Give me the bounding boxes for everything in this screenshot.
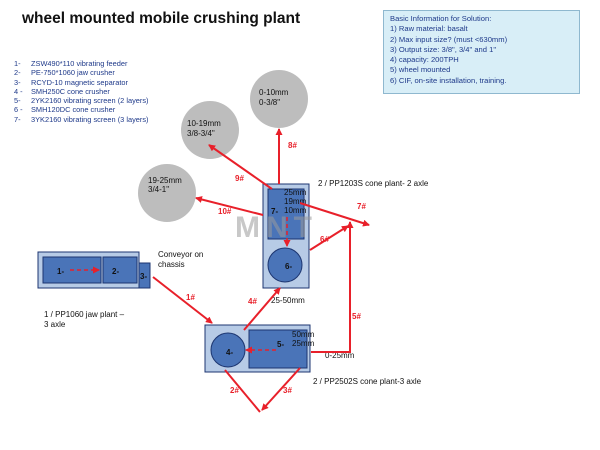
basic-info-box: Basic Information for Solution: 1) Raw m… — [383, 10, 580, 94]
screen-size-label: 25mm — [292, 339, 315, 348]
equipment-legend: 1-ZSW490*110 vibrating feeder 2-PE-750*1… — [14, 59, 149, 124]
unit-label: 7- — [271, 207, 278, 216]
legend-item: 6 -SMH120DC cone crusher — [14, 105, 116, 115]
flow-arrow-5 — [311, 221, 354, 353]
flow-label: 6# — [320, 235, 329, 244]
diagram-title: wheel mounted mobile crushing plant — [22, 10, 301, 27]
legend-item: 5-2YK2160 vibrating screen (2 layers) — [14, 96, 149, 106]
legend-item: 2-PE-750*1060 jaw crusher — [14, 68, 115, 78]
screen-size-label: 50mm — [292, 330, 315, 339]
flow-arrow-9 — [208, 144, 273, 190]
flow-label: 5# — [352, 312, 361, 321]
screen-size-label: 19mm — [284, 197, 307, 206]
flow-arrow-6 — [309, 225, 349, 251]
pile-label: 10-19mm — [187, 119, 221, 128]
legend-item: 7-3YK2160 vibrating screen (3 layers) — [14, 114, 149, 124]
info-line: 4) capacity: 200TPH — [390, 55, 459, 65]
flow-arrow-3 — [261, 367, 301, 411]
flow-arrow-1 — [152, 276, 213, 324]
range-label: 0-25mm — [325, 351, 355, 360]
legend-item: 3-RCYD-10 magnetic separator — [14, 77, 128, 87]
cone-crusher-smh120-unit — [267, 247, 303, 283]
flow-label: 7# — [357, 202, 366, 211]
conveyor-label: chassis — [158, 260, 185, 269]
flow-label: 4# — [248, 297, 257, 306]
flow-label: 1# — [186, 293, 195, 302]
flow-arrow-4 — [243, 287, 281, 331]
product-pile-19-25 — [138, 164, 196, 222]
cone-plant-3axle-label: 2 / PP2502S cone plant-3 axle — [313, 377, 422, 386]
conveyor-label: Conveyor on — [158, 250, 203, 259]
unit-label: 5- — [277, 340, 284, 349]
flow-label: 3# — [283, 386, 292, 395]
pile-label: 3/4-1" — [148, 185, 169, 194]
info-line: 3) Output size: 3/8", 3/4" and 1" — [390, 44, 497, 54]
pile-label: 0-3/8" — [259, 98, 280, 107]
cone-plant-2axle-label: 2 / PP1203S cone plant- 2 axle — [318, 179, 429, 188]
flow-arrow-2 — [224, 369, 261, 413]
flow-label: 9# — [235, 174, 244, 183]
unit-label: 3- — [140, 272, 147, 281]
unit-label: 2- — [112, 267, 119, 276]
range-label: 25-50mm — [271, 296, 305, 305]
pile-label: 19-25mm — [148, 176, 182, 185]
legend-item: 4 -SMH250C cone crusher — [14, 86, 110, 96]
screen-size-label: 10mm — [284, 206, 307, 215]
watermark-logo: MNT — [235, 211, 318, 244]
product-pile-10-19 — [181, 101, 239, 159]
flow-arrow-10 — [195, 196, 264, 216]
flow-label: 2# — [230, 386, 239, 395]
jaw-plant-label: 1 / PP1060 jaw plant – — [44, 310, 125, 319]
pile-label: 3/8-3/4" — [187, 129, 215, 138]
unit-label: 4- — [226, 348, 233, 357]
unit-label: 1- — [57, 267, 64, 276]
screen-size-label: 25mm — [284, 188, 307, 197]
info-line: 6) CIF, on-site installation, training. — [390, 75, 507, 85]
legend-item: 1-ZSW490*110 vibrating feeder — [14, 59, 128, 68]
screen-2-layer-unit — [248, 329, 308, 369]
pile-label: 0-10mm — [259, 88, 289, 97]
product-pile-0-10 — [250, 70, 308, 128]
info-line: 1) Raw material: basalt — [390, 24, 468, 34]
flow-label: 10# — [218, 207, 232, 216]
info-heading: Basic Information for Solution: — [390, 14, 492, 23]
info-line: 2) Max input size? (must <630mm) — [390, 34, 508, 44]
screen-3-layer-unit — [267, 188, 305, 240]
info-line: 5) wheel mounted — [390, 65, 451, 75]
flow-label: 8# — [288, 141, 297, 150]
unit-label: 6- — [285, 262, 292, 271]
magnetic-separator-unit — [138, 262, 151, 289]
jaw-plant-label: 3 axle — [44, 320, 66, 329]
flow-arrow-7 — [299, 202, 370, 227]
jaw-crusher-unit — [102, 256, 138, 284]
